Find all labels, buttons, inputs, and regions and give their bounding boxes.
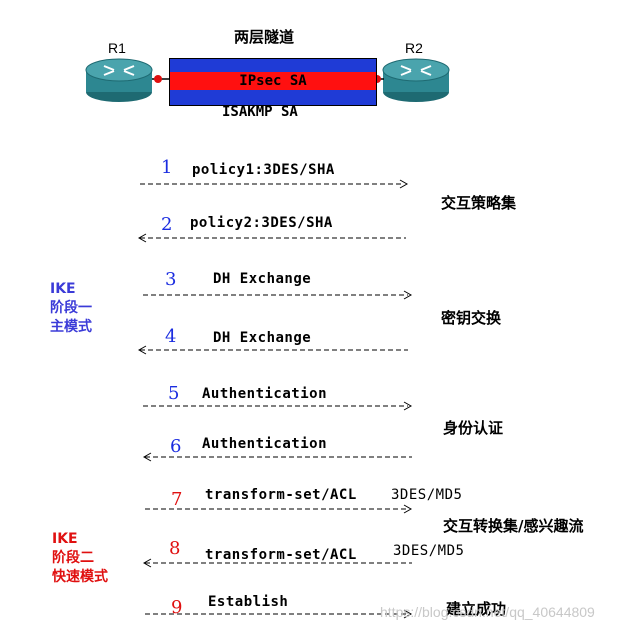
step-extra: 3DES/MD5 [391,487,463,503]
step-message: Authentication [202,386,328,402]
step-number: 9 [171,597,183,618]
stage-description: 交互策略集 [441,194,517,212]
watermark-url: https://blog.csdn.net/qq_40644809 [380,604,595,620]
arrowhead-right [403,401,413,411]
arrowhead-right [399,179,409,189]
router-r2-label: R2 [405,40,423,56]
step-message: transform-set/ACL [205,487,357,503]
step-message: Establish [208,594,289,610]
tunnel-title: 两层隧道 [234,28,295,46]
step-number: 5 [168,383,180,404]
step-message: Authentication [202,436,328,452]
router-r2-icon [382,58,450,102]
step-number: 1 [161,157,173,178]
step-number: 3 [165,269,177,290]
arrowhead-right [403,504,413,514]
isakmp-sa-label: ISAKMP SA [222,104,298,120]
step-number: 8 [169,538,181,559]
router-r1-icon [85,58,153,102]
arrowhead-left [142,558,152,568]
step-message: policy2:3DES/SHA [190,215,333,231]
stage-description: 交互转换集/感兴趣流 [443,517,584,535]
arrowhead-right [403,290,413,300]
ipsec-tunnel [170,72,376,90]
isakmp-tunnel: IPsec SA [169,58,377,106]
stage-description: 密钥交换 [441,309,502,327]
step-number: 2 [161,214,173,235]
stage-description: 身份认证 [443,419,504,437]
phase-two-label: IKE 阶段二 快速模式 [52,531,108,585]
ipsec-sa-label: IPsec SA [239,73,307,89]
arrowhead-left [142,452,152,462]
step-message: policy1:3DES/SHA [192,162,335,178]
step-extra: 3DES/MD5 [393,543,465,559]
arrowhead-left [137,233,147,243]
router-r1-label: R1 [108,40,126,56]
step-message: DH Exchange [213,330,312,346]
step-number: 4 [165,326,177,347]
r1-port-dot [154,75,162,83]
stage-description: 建立成功 [446,600,507,618]
step-message: DH Exchange [213,271,312,287]
step-number: 7 [171,489,183,510]
step-number: 6 [170,436,182,457]
phase-one-label: IKE 阶段一 主模式 [50,281,92,335]
step-message: transform-set/ACL [205,547,357,563]
arrowhead-left [137,345,147,355]
arrowhead-right [403,609,413,619]
